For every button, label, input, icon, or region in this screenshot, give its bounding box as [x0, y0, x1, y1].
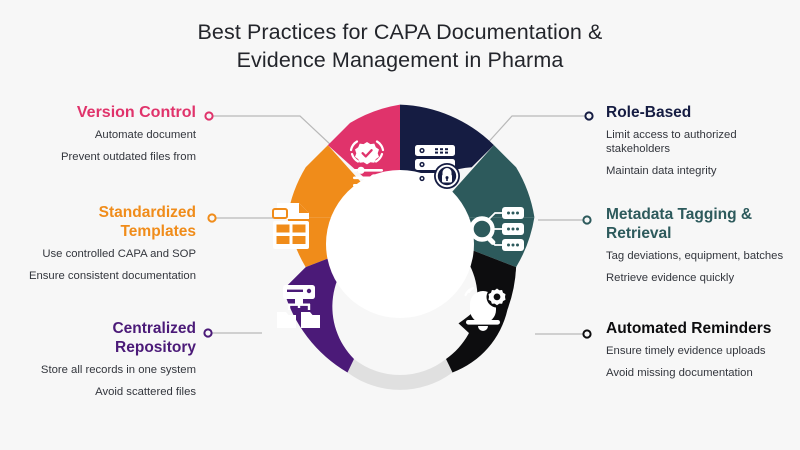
page-title-line-2: Evidence Management in Pharma [236, 48, 564, 72]
item-bullet: Ensure timely evidence uploads [606, 345, 766, 357]
item-role-based: Role-Based Limit access to authorized st… [606, 103, 788, 179]
item-automated-reminders: Automated Reminders Ensure timely eviden… [606, 319, 788, 380]
magnifier-tags-icon [469, 207, 524, 251]
heading-line-2: Templates [120, 223, 196, 240]
segment-centralized-repository[interactable] [305, 242, 370, 373]
page-title: Best Practices for CAPA Documentation & … [0, 18, 800, 74]
connector-dot-role-based [584, 111, 594, 121]
item-heading-automated-reminders: Automated Reminders [606, 320, 772, 337]
item-bullet: Maintain data integrity [606, 165, 717, 178]
item-metadata-tagging: Metadata Tagging & Retrieval Tag deviati… [606, 205, 788, 285]
document-table-icon [272, 203, 309, 249]
heading-line-1: Standardized [98, 204, 196, 221]
bell-gear-icon [464, 286, 508, 331]
item-bullet: Automate document [94, 129, 196, 141]
heading-line-1: Metadata Tagging & [606, 206, 753, 223]
item-bullet: Avoid scattered files [95, 386, 196, 399]
item-heading-version-control: Version Control [76, 104, 196, 121]
heading-line-2: Retrieval [606, 225, 672, 242]
heading-line-2: Repository [115, 339, 196, 356]
item-standardized-templates: Standardized Templates Use controlled CA… [18, 203, 196, 283]
item-heading-metadata-tagging: Metadata Tagging & Retrieval [606, 205, 788, 243]
donut-center [326, 170, 474, 318]
donut-gap-arc [347, 359, 453, 390]
item-heading-centralized-repository: Centralized Repository [18, 319, 196, 357]
connector-dot-standardized-templates [207, 213, 217, 223]
version-badge-sliders-icon [349, 140, 385, 189]
item-bullet: Retrieve evidence quickly [606, 272, 735, 285]
connector-dot-version-control [204, 111, 214, 121]
connector-dot-centralized-repository [203, 328, 213, 338]
item-heading-standardized-templates: Standardized Templates [18, 203, 196, 241]
item-heading-role-based: Role-Based [606, 104, 692, 121]
segment-metadata-tagging[interactable] [451, 145, 535, 218]
item-bullet: Prevent outdated files from [60, 151, 196, 164]
donut-diagram [243, 95, 557, 405]
heading-line-1: Centralized [112, 320, 196, 337]
connector-dot-metadata-tagging [582, 215, 592, 225]
item-bullet: Tag deviations, equipment, batches [606, 250, 784, 262]
page-title-line-1: Best Practices for CAPA Documentation & [197, 20, 603, 44]
connector-dot-automated-reminders [582, 329, 592, 339]
server-folders-icon [277, 285, 320, 328]
item-bullet: Avoid missing documentation [606, 367, 753, 380]
item-bullet: Limit access to authorized stakeholders [606, 129, 737, 156]
server-lock-icon [415, 145, 460, 189]
item-version-control: Version Control Automate document Preven… [18, 103, 196, 164]
item-bullet: Use controlled CAPA and SOP [42, 248, 196, 260]
item-centralized-repository: Centralized Repository Store all records… [18, 319, 196, 399]
item-bullet: Store all records in one system [40, 364, 196, 376]
item-bullet: Ensure consistent documentation [28, 270, 196, 283]
